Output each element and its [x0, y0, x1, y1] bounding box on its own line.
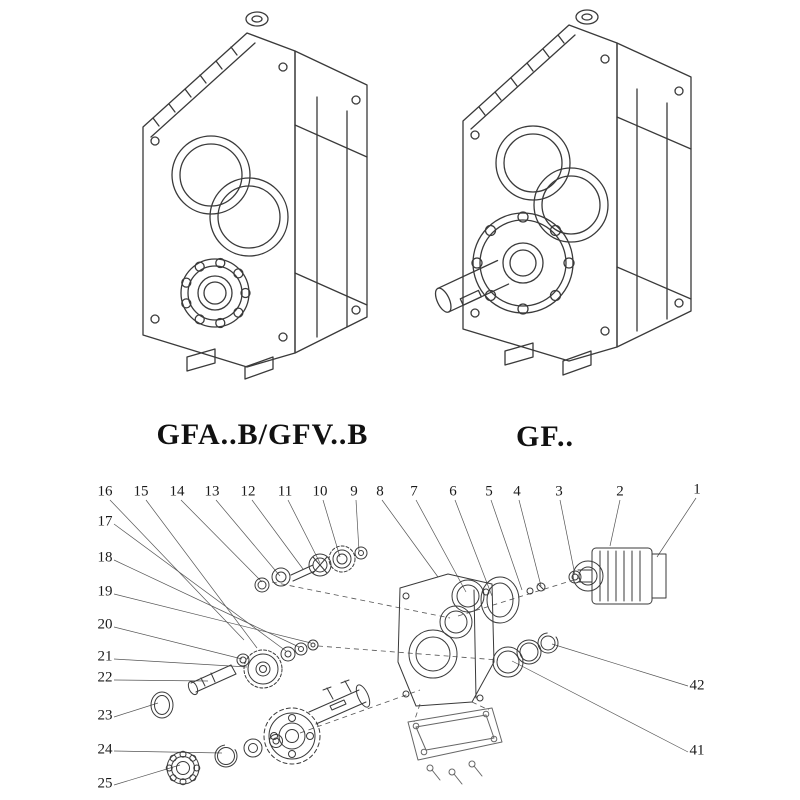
lifting-eye-icon — [575, 9, 599, 25]
callout-10: 10 — [312, 483, 328, 500]
gearbox-gf-drawing — [405, 5, 715, 395]
callout-21: 21 — [97, 648, 113, 665]
output-side-rings — [492, 632, 559, 678]
callout-18: 18 — [97, 549, 113, 566]
callout-7: 7 — [410, 483, 418, 500]
output-gear-parts — [165, 679, 371, 786]
callout-5: 5 — [485, 483, 493, 500]
callout-2: 2 — [616, 483, 624, 500]
callout-15: 15 — [133, 483, 149, 500]
housing-drawing — [397, 573, 495, 707]
callout-8: 8 — [376, 483, 384, 500]
leader-lines — [109, 497, 697, 786]
callout-24: 24 — [97, 741, 113, 758]
intermediate-gear-parts — [236, 639, 319, 689]
motor-side-rings — [451, 570, 582, 624]
model-label-gfab: GFA..B/GFV..B — [156, 418, 369, 451]
gasket-and-screws — [407, 707, 503, 785]
callout-42: 42 — [689, 677, 705, 694]
callout-41: 41 — [689, 742, 705, 759]
output-flange-drawing — [471, 211, 575, 315]
exploded-view: 16 15 14 13 12 11 10 9 8 7 6 5 4 3 2 1 1… — [0, 480, 800, 800]
callout-17: 17 — [97, 513, 113, 530]
callout-12: 12 — [240, 483, 256, 500]
callout-1: 1 — [693, 481, 701, 498]
bearing-bore-drawing — [180, 257, 251, 329]
callout-3: 3 — [555, 483, 563, 500]
callout-22: 22 — [97, 669, 113, 686]
axis-lines — [271, 577, 581, 734]
callout-9: 9 — [350, 483, 358, 500]
model-label-gf: GF.. — [516, 420, 574, 453]
callout-11: 11 — [277, 483, 293, 500]
callout-4: 4 — [513, 483, 521, 500]
lifting-eye-icon — [245, 11, 269, 27]
gearbox-gfab-drawing — [95, 5, 395, 400]
gearbox-gfab-svg — [142, 11, 368, 380]
output-shaft-drawing — [434, 259, 510, 313]
callout-23: 23 — [97, 707, 113, 724]
callout-13: 13 — [204, 483, 220, 500]
pinion-shaft-parts — [150, 664, 237, 719]
callout-25: 25 — [97, 775, 113, 792]
callout-20: 20 — [97, 616, 113, 633]
motor-drawing — [572, 547, 667, 605]
callout-6: 6 — [449, 483, 457, 500]
callout-19: 19 — [97, 583, 113, 600]
gearbox-gf-svg — [434, 9, 692, 376]
callout-16: 16 — [97, 483, 113, 500]
input-shaft-parts — [254, 545, 368, 593]
callout-14: 14 — [169, 483, 185, 500]
exploded-view-svg — [109, 497, 697, 786]
